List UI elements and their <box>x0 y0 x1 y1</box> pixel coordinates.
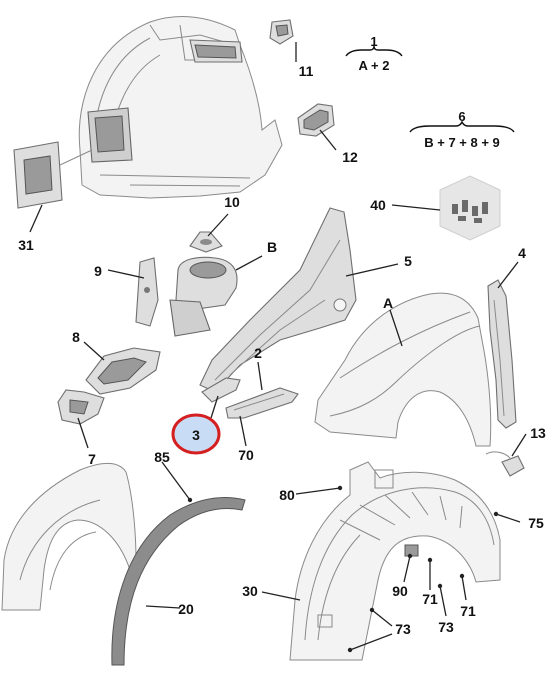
leader-lines <box>29 42 527 651</box>
part-label-31[interactable]: 31 <box>18 237 34 253</box>
part-31-drawing <box>13 141 93 209</box>
part-label-4[interactable]: 4 <box>518 245 526 261</box>
part-40-drawing <box>439 175 501 241</box>
part-4-drawing <box>487 279 517 429</box>
formula-1: 1 A + 2 <box>345 34 403 73</box>
leader-dots <box>187 485 499 653</box>
formula-6: 6 B + 7 + 8 + 9 <box>409 109 515 150</box>
part-label-13[interactable]: 13 <box>530 425 546 441</box>
formula-1-expression: A + 2 <box>359 58 390 73</box>
part-label-40[interactable]: 40 <box>370 197 386 213</box>
part-label-b[interactable]: B <box>267 239 277 255</box>
part-label-7[interactable]: 7 <box>88 451 96 467</box>
part-label-70[interactable]: 70 <box>238 447 254 463</box>
part-label-a[interactable]: A <box>383 295 393 311</box>
outer-fender-drawing <box>1 463 137 611</box>
part-label-80[interactable]: 80 <box>279 487 295 503</box>
part-20-drawing <box>111 496 246 666</box>
part-label-3: 3 <box>192 427 200 443</box>
part-7-drawing <box>57 389 105 425</box>
part-label-8[interactable]: 8 <box>72 329 80 345</box>
inner-wheel-housing-drawing <box>78 16 283 199</box>
formula-6-label: 6 <box>458 109 465 124</box>
part-label-10[interactable]: 10 <box>224 194 240 210</box>
part-30-drawing <box>289 461 501 661</box>
part-label-30[interactable]: 30 <box>242 583 258 599</box>
part-label-5[interactable]: 5 <box>404 253 412 269</box>
part-label-2[interactable]: 2 <box>254 345 262 361</box>
part-label-73-right[interactable]: 73 <box>438 619 454 635</box>
part-label-20[interactable]: 20 <box>178 601 194 617</box>
part-label-12[interactable]: 12 <box>342 149 358 165</box>
part-label-85[interactable]: 85 <box>154 449 170 465</box>
part-label-11[interactable]: 11 <box>299 63 314 79</box>
part-12-drawing <box>297 103 335 137</box>
part-9-drawing <box>135 257 159 327</box>
part-label-71-left[interactable]: 71 <box>422 591 438 607</box>
part-3-drawing <box>201 377 241 403</box>
part-labels: 11 12 31 40 10 B 9 5 4 A 8 2 7 70 13 85 … <box>18 63 546 637</box>
formula-1-label: 1 <box>370 34 377 49</box>
part-10-drawing <box>189 231 223 253</box>
part-label-75[interactable]: 75 <box>528 515 544 531</box>
part-13-drawing <box>485 451 525 477</box>
part-2-drawing <box>225 387 299 419</box>
part-label-90[interactable]: 90 <box>392 583 408 599</box>
part-11-drawing <box>269 19 294 45</box>
part-5-drawing <box>199 207 357 393</box>
part-label-73-left[interactable]: 73 <box>395 621 411 637</box>
part-label-9[interactable]: 9 <box>94 263 102 279</box>
part-b-drawing <box>169 256 238 337</box>
part-label-71-right[interactable]: 71 <box>460 603 476 619</box>
formula-6-expression: B + 7 + 8 + 9 <box>424 135 500 150</box>
callout-3-highlight[interactable]: 3 <box>171 413 221 455</box>
part-8-drawing <box>85 347 161 395</box>
